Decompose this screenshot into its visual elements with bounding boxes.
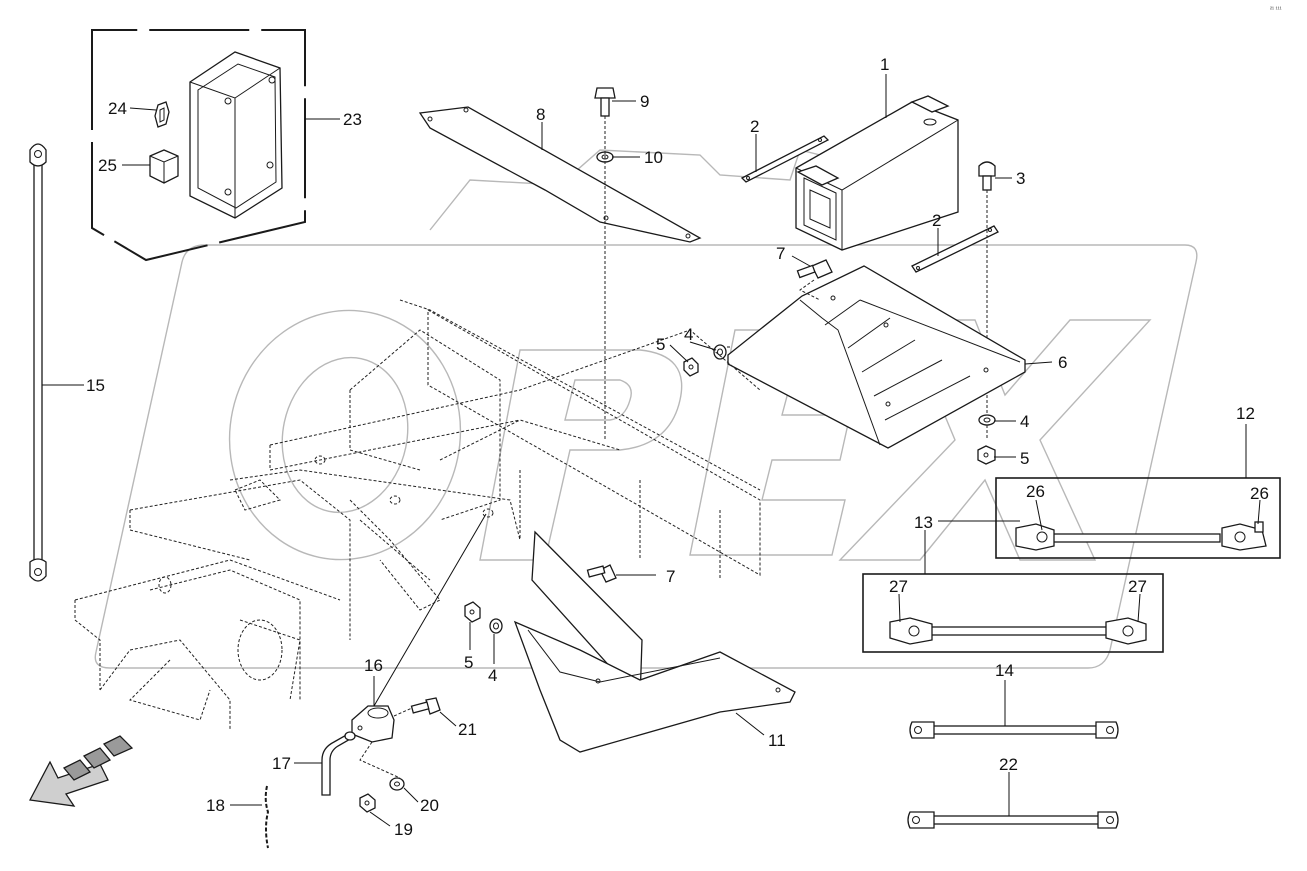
washer-4-b [978, 414, 996, 426]
strap-14 [909, 721, 1119, 739]
callout-14: 14 [995, 661, 1014, 680]
callout-2: 2 [932, 211, 941, 230]
callout-7: 7 [666, 567, 675, 586]
callout-13: 13 [914, 513, 933, 532]
switch-16 [351, 705, 395, 743]
plate-8 [418, 106, 702, 243]
cable-15 [29, 143, 47, 582]
bolt-9 [594, 87, 616, 117]
callout-9: 9 [640, 92, 649, 111]
watermark [94, 149, 1198, 669]
callout-8: 8 [536, 105, 545, 124]
callout-4: 4 [1020, 412, 1029, 431]
clip-24 [154, 101, 170, 128]
callout-4: 4 [684, 325, 693, 344]
washer-4-a [713, 344, 727, 360]
callout-18: 18 [206, 796, 225, 815]
bolt-7-upper [796, 259, 833, 279]
callout-16: 16 [364, 656, 383, 675]
callout-24: 24 [108, 99, 127, 118]
corner-mark: ²¹ ¹¹¹ [1270, 7, 1282, 13]
callout-20: 20 [420, 796, 439, 815]
callout-5: 5 [656, 335, 665, 354]
callout-5: 5 [464, 653, 473, 672]
strap-22 [907, 811, 1119, 829]
callout-7: 7 [776, 244, 785, 263]
callout-27: 27 [889, 577, 908, 596]
callout-25: 25 [98, 156, 117, 175]
nut-5-a [683, 357, 699, 377]
callout-2: 2 [750, 117, 759, 136]
chain-18 [264, 785, 270, 849]
callout-10: 10 [644, 148, 663, 167]
relay-25 [149, 149, 179, 184]
bracket-2-lower [911, 225, 999, 273]
module-box-23 [91, 29, 306, 262]
callout-11: 11 [768, 731, 786, 750]
nut-5-b [977, 445, 996, 465]
callout-5: 5 [1020, 449, 1029, 468]
cable-box-13 [862, 573, 1164, 653]
callout-labels: 1 2 2 3 4 5 6 4 5 7 8 9 10 7 11 12 13 26… [86, 55, 1269, 839]
bolt-3 [978, 161, 996, 191]
callout-15: 15 [86, 376, 105, 395]
callout-12: 12 [1236, 404, 1255, 423]
callout-6: 6 [1058, 353, 1067, 372]
washer-20 [389, 777, 405, 791]
direction-arrow-icon [28, 735, 134, 807]
battery-tray-6 [727, 265, 1026, 449]
bracket-2-upper [740, 135, 830, 183]
washer-4-c [489, 618, 503, 634]
callout-27: 27 [1128, 577, 1147, 596]
callout-26: 26 [1250, 484, 1269, 503]
nut-19 [359, 793, 376, 813]
bolt-7-lower [586, 564, 617, 583]
callout-17: 17 [272, 754, 291, 773]
rod-17 [321, 731, 356, 796]
battery-1 [795, 95, 959, 251]
callout-21: 21 [458, 720, 477, 739]
bolt-21 [410, 697, 441, 715]
nut-5-c [464, 601, 481, 623]
callout-1: 1 [880, 55, 889, 74]
leader-lines [42, 74, 1261, 827]
callout-22: 22 [999, 755, 1018, 774]
callout-3: 3 [1016, 169, 1025, 188]
cable-box-12 [995, 477, 1281, 559]
main-frame [74, 299, 761, 730]
cover-11 [513, 530, 796, 753]
callout-4: 4 [488, 666, 497, 685]
callout-19: 19 [394, 820, 413, 839]
callout-26: 26 [1026, 482, 1045, 501]
callout-23: 23 [343, 110, 362, 129]
